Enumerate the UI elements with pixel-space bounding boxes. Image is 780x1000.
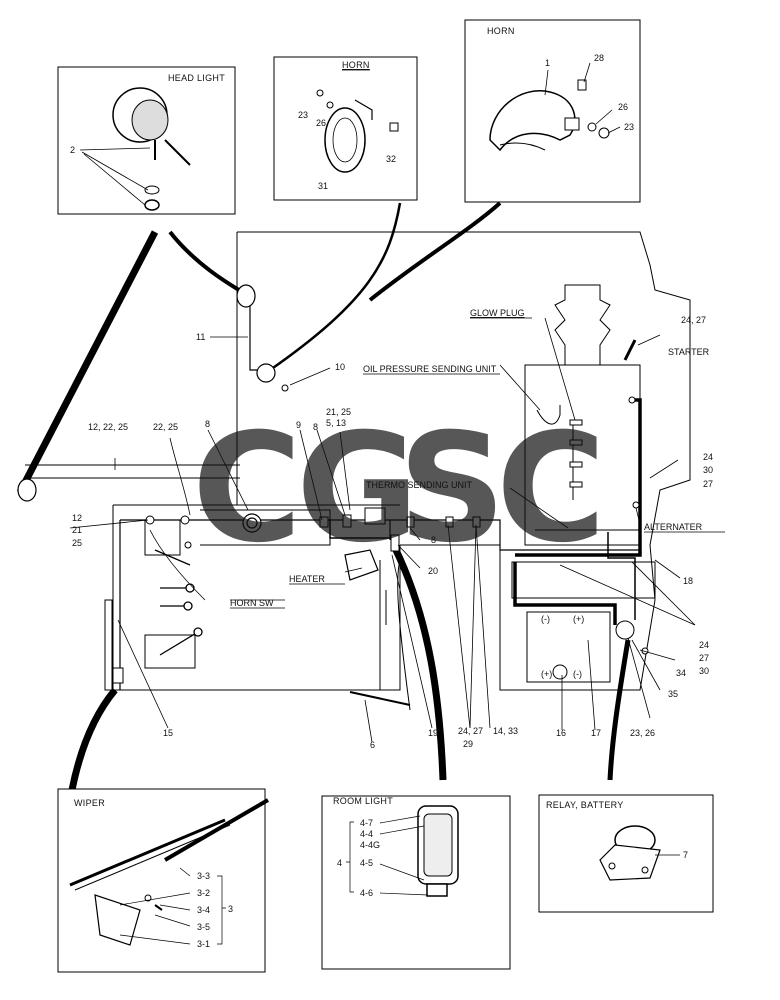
callout: 21, 25 xyxy=(326,407,351,417)
glow-plug-label: GLOW PLUG xyxy=(470,308,525,318)
rod-6 xyxy=(349,691,411,706)
callout-numbers: 11 10 24, 27 12, 22, 25 22, 25 8 9 8 21,… xyxy=(72,315,713,750)
callout: 24, 27 xyxy=(681,315,706,325)
inset-label: 4-4G xyxy=(360,840,380,850)
inset-title: HEAD LIGHT xyxy=(168,73,225,83)
callout: 12 xyxy=(72,513,82,523)
inset-relay-battery: RELAY, BATTERY 7 xyxy=(538,794,714,913)
callout: 18 xyxy=(683,576,693,586)
watermark-letter: C xyxy=(496,402,606,576)
battery-terminal: (-) xyxy=(541,614,550,624)
inset-label: 4-7 xyxy=(360,818,373,828)
alternater-label: ALTERNATER xyxy=(644,522,703,532)
heater-part xyxy=(242,513,379,581)
wiper-on-cab xyxy=(104,599,124,691)
inset-label: 26 xyxy=(316,118,326,128)
machine-outline xyxy=(25,231,691,691)
callout: 20 xyxy=(428,566,438,576)
inset-label: 23 xyxy=(298,110,308,120)
heater-label: HEATER xyxy=(289,574,325,584)
inset-title: ROOM LIGHT xyxy=(333,796,393,806)
inset-label: 1 xyxy=(545,58,550,68)
callout: 35 xyxy=(668,689,678,699)
glow-plug-terminals xyxy=(569,419,583,488)
callout: 30 xyxy=(699,666,709,676)
inset-label: 4-6 xyxy=(360,888,373,898)
callout: 19 xyxy=(428,728,438,738)
component-labels: GLOW PLUG OIL PRESSURE SENDING UNIT STAR… xyxy=(230,308,725,609)
callout: 10 xyxy=(335,362,345,372)
inset-horn-left: HORN 23 26 31 32 xyxy=(273,56,418,201)
inset-label: 3-3 xyxy=(197,871,210,881)
battery-terminal: (-) xyxy=(573,669,582,679)
watermark: C G S C xyxy=(192,402,606,576)
inset-label: 28 xyxy=(594,53,604,63)
connectors xyxy=(145,384,481,552)
callout: 25 xyxy=(72,538,82,548)
callout: 12, 22, 25 xyxy=(88,422,128,432)
callout: 15 xyxy=(163,728,173,738)
callout: 14, 33 xyxy=(493,726,518,736)
inset-label: 4-4 xyxy=(360,829,373,839)
callout: 24 xyxy=(703,452,713,462)
callout-leaders xyxy=(69,317,696,743)
inset-label: 26 xyxy=(618,102,628,112)
callout: 22, 25 xyxy=(153,422,178,432)
horn-sw-label: HORN SW xyxy=(230,598,274,608)
inset-label: 3 xyxy=(228,904,233,914)
inset-label: 31 xyxy=(318,181,328,191)
callout: 16 xyxy=(556,728,566,738)
callout: 24, 27 xyxy=(458,726,483,736)
callout: 27 xyxy=(699,653,709,663)
inset-label: 4-5 xyxy=(360,858,373,868)
engine-details xyxy=(552,396,649,680)
inset-headlight: HEAD LIGHT 2 xyxy=(57,66,236,215)
callout: 30 xyxy=(703,465,713,475)
inset-label: 3-5 xyxy=(197,922,210,932)
inset-label: 2 xyxy=(70,145,75,155)
inset-label: 23 xyxy=(624,122,634,132)
watermark-letter: G xyxy=(296,402,419,576)
inset-leader-lines xyxy=(16,201,631,791)
battery-terminal: (+) xyxy=(573,614,584,624)
callout: 8 xyxy=(205,419,210,429)
inset-title: RELAY, BATTERY xyxy=(546,800,624,810)
inset-label: 7 xyxy=(683,850,688,860)
callout: 29 xyxy=(463,739,473,749)
battery-terminal: (+) xyxy=(541,669,552,679)
callout: 24 xyxy=(699,640,709,650)
callout: 8 xyxy=(313,422,318,432)
starter-label: STARTER xyxy=(668,347,710,357)
inset-room-light: ROOM LIGHT 4-7 4-4 4-4G 4 4-5 4-6 xyxy=(321,795,511,970)
thermo-label: THERMO SENDING UNIT xyxy=(366,480,473,490)
inset-wiper: WIPER 3-3 3-2 3-4 3-5 3-1 3 xyxy=(57,788,270,973)
inset-horn-right: HORN 1 28 26 23 xyxy=(464,19,641,203)
inset-label: 4 xyxy=(337,858,342,868)
oil-pressure-label: OIL PRESSURE SENDING UNIT xyxy=(363,364,497,374)
watermark-letter: S xyxy=(398,402,506,576)
callout: 11 xyxy=(196,332,205,342)
callout: 8 xyxy=(431,535,436,545)
callout: 34 xyxy=(676,668,686,678)
callout: 27 xyxy=(703,479,713,489)
inset-label: 3-1 xyxy=(197,939,210,949)
inset-label: 3-2 xyxy=(197,888,210,898)
callout: 6 xyxy=(370,740,375,750)
callout: 21 xyxy=(72,525,82,535)
callout: 9 xyxy=(296,420,301,430)
callout: 23, 26 xyxy=(630,728,655,738)
headlight-part xyxy=(17,284,276,502)
control-levers xyxy=(154,549,203,656)
inset-title: HORN xyxy=(487,26,515,36)
callout: 5, 13 xyxy=(326,418,346,428)
callout: 17 xyxy=(591,728,601,738)
inset-label: 32 xyxy=(386,154,396,164)
watermark-letter: C xyxy=(192,402,302,576)
inset-title: WIPER xyxy=(74,798,105,808)
inset-title: HORN xyxy=(342,60,370,70)
inset-label: 3-4 xyxy=(197,905,210,915)
